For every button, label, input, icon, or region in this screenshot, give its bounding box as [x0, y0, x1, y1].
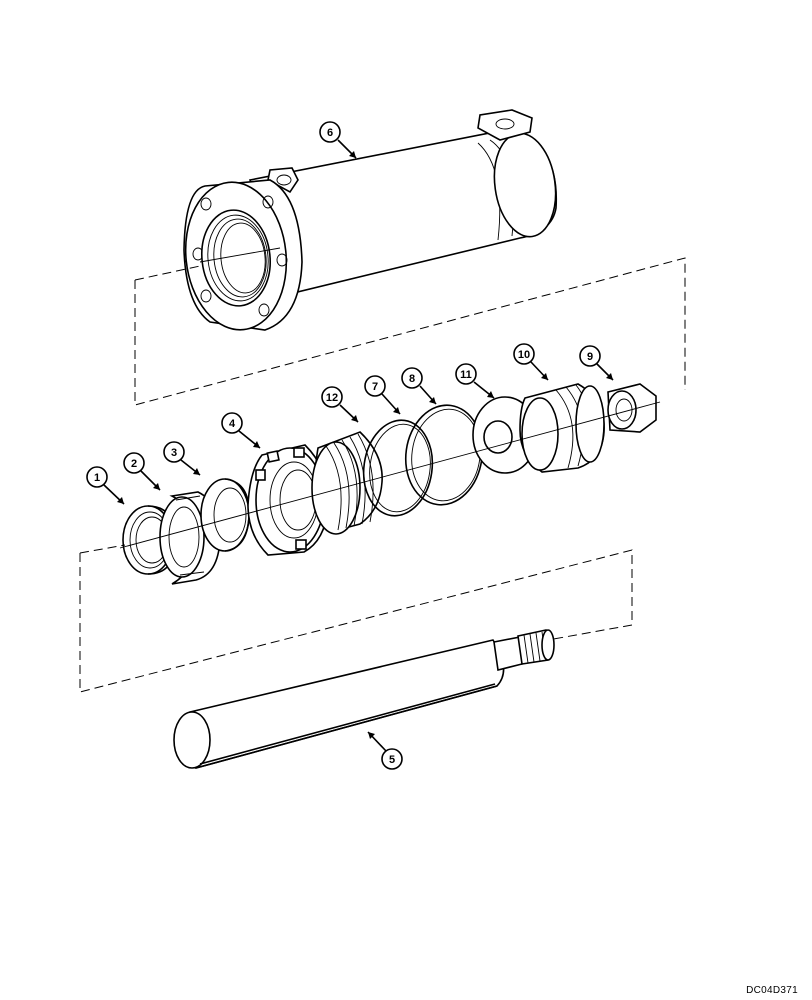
callout-11: 11: [455, 363, 495, 399]
svg-text:10: 10: [518, 349, 530, 361]
o-ring-part-7: [362, 419, 434, 517]
lock-nut-part-9: [607, 383, 657, 433]
svg-text:6: 6: [327, 127, 333, 139]
svg-text:12: 12: [326, 392, 338, 404]
piston-rod-part-5: [173, 629, 555, 770]
callout-1: 1: [86, 466, 125, 505]
callout-5: 5: [367, 731, 403, 770]
callout-4: 4: [221, 412, 261, 449]
callout-7: 7: [364, 375, 401, 415]
svg-text:3: 3: [171, 447, 177, 459]
callout-2: 2: [123, 452, 161, 491]
svg-text:4: 4: [229, 418, 236, 430]
cylinder-barrel-part-6: [183, 109, 558, 331]
svg-text:7: 7: [372, 381, 378, 393]
callout-12: 12: [321, 386, 359, 423]
svg-text:8: 8: [409, 373, 415, 385]
callout-10: 10: [513, 343, 549, 381]
alignment-guide-upper: [134, 257, 686, 406]
callout-8: 8: [401, 367, 437, 405]
svg-text:2: 2: [131, 458, 137, 470]
piston-seal-part-10: [519, 383, 605, 473]
svg-text:5: 5: [389, 754, 395, 766]
callout-9: 9: [579, 345, 614, 381]
piston-part-12: [311, 431, 383, 535]
svg-text:9: 9: [587, 351, 593, 363]
callout-6: 6: [319, 121, 357, 159]
backup-ring-part-8: [404, 404, 484, 506]
svg-text:11: 11: [460, 369, 472, 381]
drawing-code: DC04D371: [746, 985, 798, 996]
svg-text:1: 1: [94, 472, 100, 484]
callout-3: 3: [163, 441, 201, 476]
alignment-guide-lower: [79, 549, 633, 693]
